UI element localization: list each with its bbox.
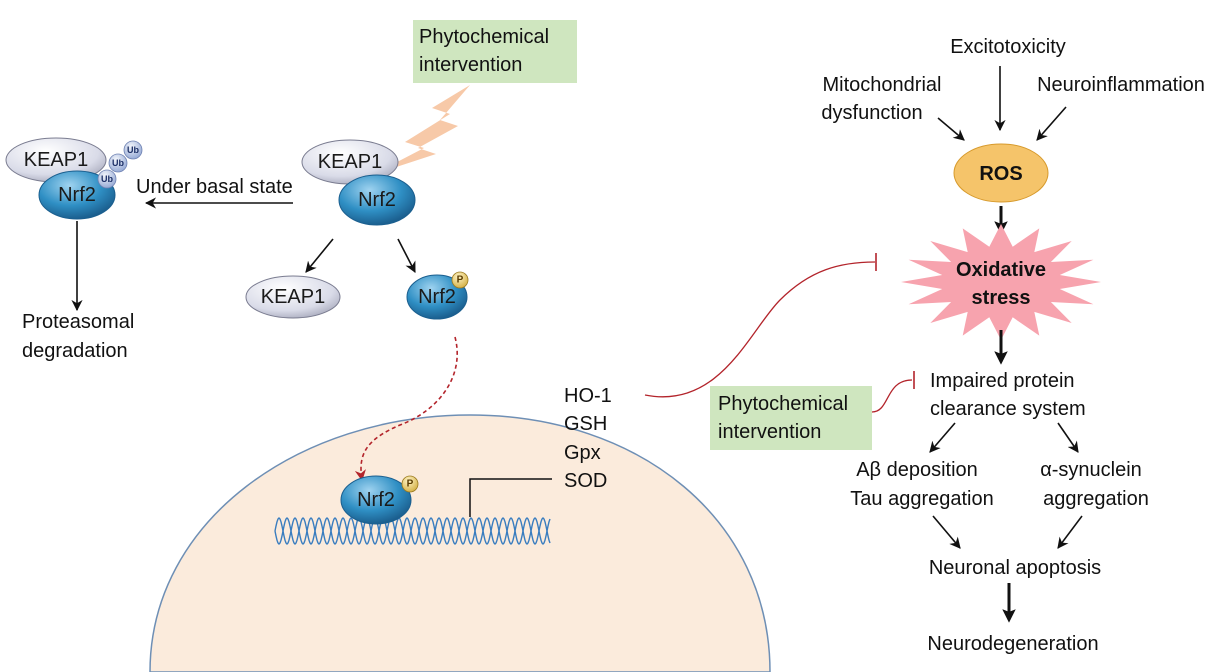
gsh-label: GSH	[564, 413, 607, 435]
excitotoxicity-label: Excitotoxicity	[950, 36, 1066, 58]
oxidative-label: Oxidative	[956, 259, 1046, 281]
dna-strand	[274, 517, 551, 545]
ub-label: Ub	[112, 158, 124, 168]
keap1-free-oval	[245, 275, 341, 319]
abeta-label: Aβ deposition	[856, 459, 978, 481]
nrf2-label: Nrf2	[357, 489, 395, 511]
degradation-label: degradation	[22, 340, 128, 362]
dna-strand	[274, 517, 551, 545]
synuclein-label: α-synuclein	[1040, 459, 1142, 481]
arrow-impaired-abeta	[929, 422, 956, 453]
under-basal-state-label: Under basal state	[136, 176, 293, 198]
dysfunction-label: dysfunction	[821, 102, 922, 124]
ubiquitin-icon	[123, 140, 143, 160]
nrf2-label: Nrf2	[58, 184, 96, 206]
nrf2-oval	[338, 174, 416, 226]
arrow-impaired-synuclein	[1057, 422, 1079, 453]
inhibition-line-clearance	[871, 379, 913, 413]
ros-oval	[953, 143, 1049, 203]
nrf2-phosphorylated-oval	[406, 274, 468, 320]
ub-label: Ub	[101, 174, 113, 184]
ubiquitin-icon	[108, 153, 128, 173]
ubiquitin-icon	[97, 169, 117, 189]
phytochemical-intervention-box-bottom	[710, 386, 872, 450]
phytochemical-label: Phytochemical	[718, 393, 848, 415]
phosphate-icon	[451, 271, 469, 289]
dissociation-arrow-right	[397, 238, 416, 273]
arrow-neuroinflammation-ros	[1036, 106, 1067, 141]
keap1-nrf2-ub-complex: KEAP1 Nrf2 Ub Ub Ub	[5, 137, 143, 220]
ros-label: ROS	[979, 163, 1022, 185]
clearance-system-label: clearance system	[930, 398, 1086, 420]
phosphate-label: P	[457, 275, 464, 286]
keap1-label: KEAP1	[318, 151, 382, 173]
nrf2-oval	[38, 170, 116, 220]
nucleus	[149, 414, 771, 672]
neuroinflammation-label: Neuroinflammation	[1037, 74, 1205, 96]
gpx-label: Gpx	[564, 442, 601, 464]
nrf2-label: Nrf2	[358, 189, 396, 211]
nrf2-nuclear-oval	[340, 475, 412, 525]
mitochondrial-label: Mitochondrial	[823, 74, 942, 96]
arrow-abeta-apoptosis	[932, 515, 961, 549]
phosphate-icon	[401, 475, 419, 493]
dna-helix-icon	[274, 517, 551, 545]
intervention-label: intervention	[718, 421, 821, 443]
gene-connector-line	[469, 478, 552, 517]
sod-label: SOD	[564, 470, 607, 492]
neuronal-apoptosis-label: Neuronal apoptosis	[929, 557, 1101, 579]
keap1-label: KEAP1	[24, 149, 88, 171]
phytochemical-label: Phytochemical	[419, 26, 549, 48]
impaired-protein-label: Impaired protein	[930, 370, 1075, 392]
ub-label: Ub	[127, 145, 139, 155]
nrf2-label: Nrf2	[418, 286, 456, 308]
nuclear-translocation-arrow	[354, 336, 458, 482]
phosphate-label: P	[407, 479, 414, 490]
neurodegeneration-label: Neurodegeneration	[927, 633, 1098, 655]
keap1-label: KEAP1	[261, 286, 325, 308]
tau-label: Tau aggregation	[850, 488, 993, 510]
ho1-label: HO-1	[564, 385, 612, 407]
oxidative-stress-burst	[901, 224, 1101, 340]
phytochemical-intervention-box-top	[413, 20, 577, 83]
proteasomal-label: Proteasomal	[22, 311, 134, 333]
arrow-synuclein-apoptosis	[1057, 515, 1083, 549]
inhibition-line-oxidative	[644, 261, 876, 398]
lightning-bolt-icon	[372, 85, 470, 175]
stress-label: stress	[972, 287, 1031, 309]
dissociation-arrow-left	[305, 238, 334, 273]
intervention-label: intervention	[419, 54, 522, 76]
aggregation-label: aggregation	[1043, 488, 1149, 510]
keap1-nrf2-complex: KEAP1 Nrf2	[301, 139, 416, 226]
arrow-mito-ros	[937, 117, 965, 141]
